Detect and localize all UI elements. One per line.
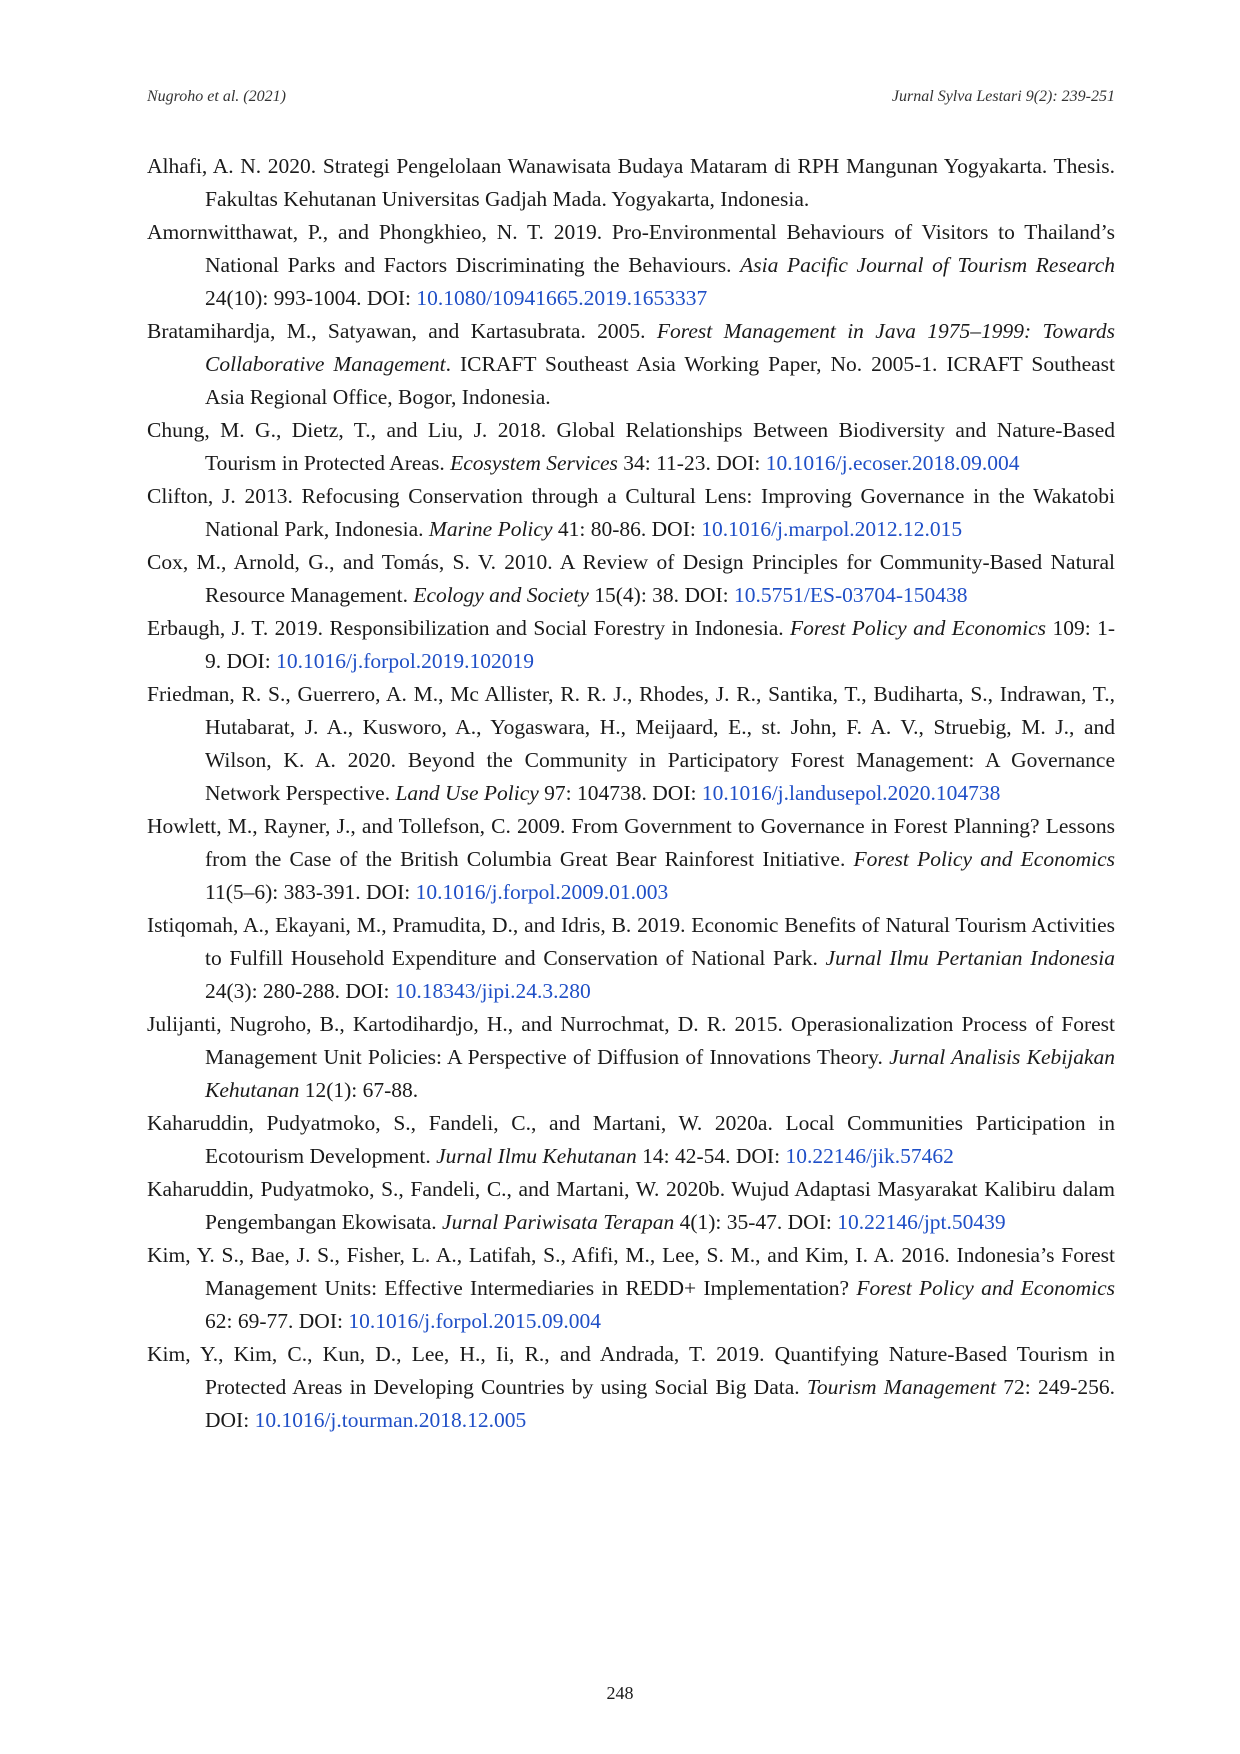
page-number: 248 — [606, 1683, 634, 1703]
reference-journal: Forest Policy and Economics — [790, 616, 1047, 640]
reference-doi-link[interactable]: 10.22146/jpt.50439 — [837, 1210, 1006, 1234]
reference-text: Erbaugh, J. T. 2019. Responsibilization … — [147, 616, 791, 640]
reference-doi-link[interactable]: 10.1016/j.forpol.2009.01.003 — [415, 880, 669, 904]
reference-volume-pages: 24(3): 280-288. — [205, 979, 340, 1003]
reference-doi-label: DOI: — [293, 1309, 349, 1333]
reference-entry: Bratamihardja, M., Satyawan, and Kartasu… — [147, 315, 1115, 414]
reference-journal: Marine Policy — [428, 517, 553, 541]
reference-doi-link[interactable]: 10.1016/j.tourman.2018.12.005 — [254, 1408, 527, 1432]
reference-doi-link[interactable]: 10.1080/10941665.2019.1653337 — [416, 286, 708, 310]
reference-doi-link[interactable]: 10.1016/j.landusepol.2020.104738 — [701, 781, 1001, 805]
reference-journal: Jurnal Analisis Kebijakan Kehutanan — [205, 1045, 1115, 1102]
reference-doi-label: DOI: — [361, 286, 417, 310]
reference-volume-pages: 62: 69-77. — [205, 1309, 294, 1333]
reference-text: Bratamihardja, M., Satyawan, and Kartasu… — [147, 319, 657, 343]
reference-text: Cox, M., Arnold, G., and Tomás, S. V. 20… — [147, 550, 1115, 607]
reference-volume-pages: 11(5–6): 383-391. — [205, 880, 361, 904]
reference-entry: Amornwitthawat, P., and Phongkhieo, N. T… — [147, 216, 1115, 315]
reference-volume-pages: 97: 104738. — [538, 781, 647, 805]
reference-journal: Jurnal Ilmu Pertanian Indonesia — [825, 946, 1116, 970]
reference-journal: Jurnal Ilmu Kehutanan — [436, 1144, 637, 1168]
reference-entry: Clifton, J. 2013. Refocusing Conservatio… — [147, 480, 1115, 546]
reference-journal: Tourism Management — [806, 1375, 997, 1399]
reference-text: Clifton, J. 2013. Refocusing Conservatio… — [147, 484, 1115, 541]
reference-entry: Cox, M., Arnold, G., and Tomás, S. V. 20… — [147, 546, 1115, 612]
reference-volume-pages: 15(4): 38. — [588, 583, 680, 607]
reference-volume-pages: . ICRAFT Southeast Asia Working Paper, N… — [205, 352, 1116, 409]
reference-journal: Forest Management in Java 1975–1999: Tow… — [205, 319, 1115, 376]
reference-entry: Istiqomah, A., Ekayani, M., Pramudita, D… — [147, 909, 1115, 1008]
reference-doi-label: DOI: — [679, 583, 734, 607]
reference-volume-pages: 72: 249-256. — [996, 1375, 1115, 1399]
reference-volume-pages: 34: 11-23. — [617, 451, 711, 475]
reference-text: Friedman, R. S., Guerrero, A. M., Mc All… — [147, 682, 1115, 805]
reference-journal: Jurnal Pariwisata Terapan — [442, 1210, 675, 1234]
reference-volume-pages: 24(10): 993-1004. — [205, 286, 362, 310]
reference-entry: Friedman, R. S., Guerrero, A. M., Mc All… — [147, 678, 1115, 810]
reference-list: Alhafi, A. N. 2020. Strategi Pengelolaan… — [147, 150, 1115, 1437]
reference-doi-label: DOI: — [205, 1408, 255, 1432]
reference-entry: Kim, Y., Kim, C., Kun, D., Lee, H., Ii, … — [147, 1338, 1115, 1437]
reference-text: Kaharuddin, Pudyatmoko, S., Fandeli, C.,… — [147, 1111, 1115, 1168]
reference-doi-label: DOI: — [339, 979, 395, 1003]
reference-volume-pages: 109: 1-9. — [205, 616, 1115, 673]
reference-entry: Howlett, M., Rayner, J., and Tollefson, … — [147, 810, 1115, 909]
reference-volume-pages: 4(1): 35-47. — [674, 1210, 783, 1234]
reference-text: Howlett, M., Rayner, J., and Tollefson, … — [147, 814, 1115, 871]
reference-text: Istiqomah, A., Ekayani, M., Pramudita, D… — [147, 913, 1115, 970]
reference-doi-label: DOI: — [710, 451, 766, 475]
reference-entry: Julijanti, Nugroho, B., Kartodihardjo, H… — [147, 1008, 1115, 1107]
reference-volume-pages: 14: 42-54. — [636, 1144, 731, 1168]
header-authors: Nugroho et al. (2021) — [147, 88, 286, 105]
reference-journal: Asia Pacific Journal of Tourism Research — [740, 253, 1115, 277]
reference-volume-pages: 12(1): 67-88. — [299, 1078, 419, 1102]
reference-doi-label: DOI: — [360, 880, 416, 904]
reference-text: Julijanti, Nugroho, B., Kartodihardjo, H… — [147, 1012, 1115, 1069]
header-journal: Jurnal Sylva Lestari 9(2): 239-251 — [891, 88, 1115, 105]
reference-doi-label: DOI: — [730, 1144, 786, 1168]
reference-doi-link[interactable]: 10.1016/j.marpol.2012.12.015 — [701, 517, 963, 541]
reference-doi-label: DOI: — [646, 781, 702, 805]
reference-doi-label: DOI: — [221, 649, 277, 673]
reference-entry: Chung, M. G., Dietz, T., and Liu, J. 201… — [147, 414, 1115, 480]
reference-text: Chung, M. G., Dietz, T., and Liu, J. 201… — [147, 418, 1115, 475]
reference-journal: Forest Policy and Economics — [853, 847, 1115, 871]
reference-volume-pages: 41: 80-86. — [552, 517, 647, 541]
reference-text: Alhafi, A. N. 2020. Strategi Pengelolaan… — [147, 154, 1115, 211]
reference-entry: Erbaugh, J. T. 2019. Responsibilization … — [147, 612, 1115, 678]
reference-doi-link[interactable]: 10.22146/jik.57462 — [785, 1144, 954, 1168]
reference-doi-link[interactable]: 10.1016/j.ecoser.2018.09.004 — [765, 451, 1020, 475]
reference-entry: Kaharuddin, Pudyatmoko, S., Fandeli, C.,… — [147, 1107, 1115, 1173]
reference-journal: Forest Policy and Economics — [856, 1276, 1115, 1300]
reference-entry: Kaharuddin, Pudyatmoko, S., Fandeli, C.,… — [147, 1173, 1115, 1239]
reference-text: Kim, Y. S., Bae, J. S., Fisher, L. A., L… — [147, 1243, 1115, 1300]
reference-entry: Kim, Y. S., Bae, J. S., Fisher, L. A., L… — [147, 1239, 1115, 1338]
reference-journal: Ecology and Society — [413, 583, 589, 607]
reference-doi-link[interactable]: 10.1016/j.forpol.2015.09.004 — [348, 1309, 601, 1333]
reference-doi-link[interactable]: 10.1016/j.forpol.2019.102019 — [276, 649, 535, 673]
reference-journal: Land Use Policy — [395, 781, 539, 805]
reference-text: Amornwitthawat, P., and Phongkhieo, N. T… — [147, 220, 1115, 277]
reference-journal: Ecosystem Services — [450, 451, 618, 475]
reference-doi-link[interactable]: 10.18343/jipi.24.3.280 — [394, 979, 591, 1003]
reference-doi-link[interactable]: 10.5751/ES-03704-150438 — [734, 583, 968, 607]
reference-doi-label: DOI: — [646, 517, 702, 541]
reference-text: Kaharuddin, Pudyatmoko, S., Fandeli, C.,… — [147, 1177, 1115, 1234]
reference-doi-label: DOI: — [782, 1210, 838, 1234]
reference-entry: Alhafi, A. N. 2020. Strategi Pengelolaan… — [147, 150, 1115, 216]
reference-text: Kim, Y., Kim, C., Kun, D., Lee, H., Ii, … — [147, 1342, 1115, 1399]
running-header: Nugroho et al. (2021) Jurnal Sylva Lesta… — [147, 88, 1115, 112]
